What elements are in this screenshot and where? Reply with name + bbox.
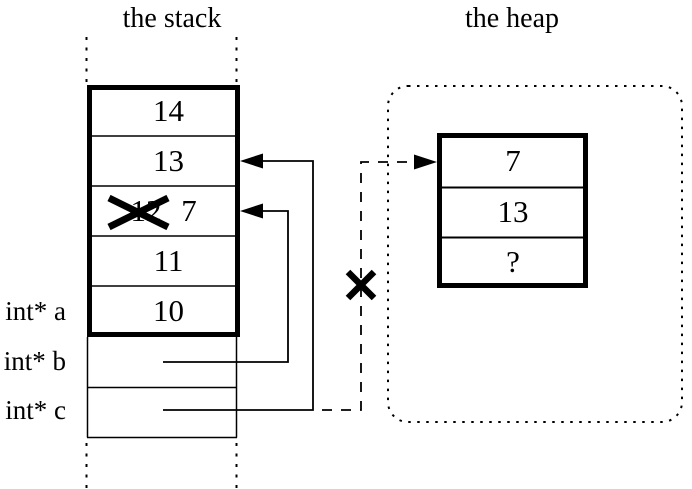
stack-cell-value-13: 13 — [153, 143, 184, 178]
stack-cell-new-value-7: 7 — [181, 193, 197, 228]
stack-cell-value-10: 10 — [153, 293, 184, 328]
stack-cell-value-14: 14 — [153, 93, 184, 128]
pointer-label-c: int* c — [5, 395, 66, 425]
dangling-pointer-arrowhead-icon — [414, 154, 437, 170]
heap-cell-value-7: 7 — [505, 143, 521, 178]
pointer-label-b: int* b — [3, 346, 66, 376]
stack-dotted-guides-top — [85, 37, 238, 82]
invalid-pointer-x-icon — [345, 269, 377, 301]
pointer-label-a: int* a — [5, 296, 66, 326]
stack-title: the stack — [122, 3, 222, 34]
stack-cell-old-value-12: 12 — [130, 193, 162, 228]
heap-cell-value-13: 13 — [497, 194, 529, 229]
heap-title: the heap — [464, 3, 560, 34]
heap-cell-value-question: ? — [506, 244, 520, 279]
stack-cell-value-11: 11 — [153, 243, 184, 278]
stack-dotted-guides-bottom — [85, 443, 238, 488]
pointer-slot-cells — [86, 337, 238, 439]
pointer-b-arrowhead-icon — [240, 203, 263, 219]
dangling-pointer-arrow — [322, 154, 437, 411]
pointer-c-arrowhead-icon — [240, 153, 263, 169]
